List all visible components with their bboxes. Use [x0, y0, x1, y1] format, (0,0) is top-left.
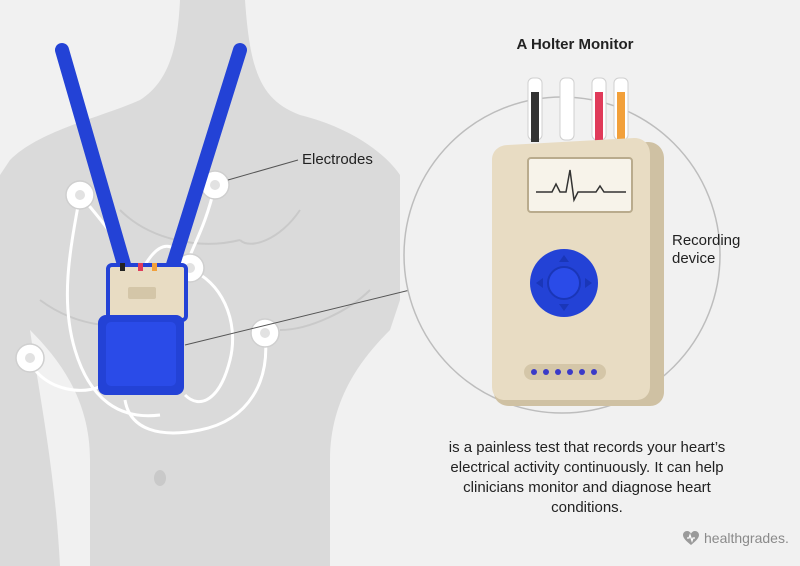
- recording-device-label: Recording device: [672, 232, 741, 267]
- electrode-icon: [200, 170, 230, 200]
- electrode-icon: [65, 180, 95, 210]
- indicator-lights: [524, 364, 606, 380]
- electrode-icon: [250, 318, 280, 348]
- neck-strap: [55, 43, 247, 275]
- electrode-icon: [15, 343, 45, 373]
- brand-mark: healthgrades.: [682, 530, 789, 546]
- healthgrades-heart-icon: [683, 531, 699, 545]
- description-text: is a painless test that records your hea…: [448, 439, 726, 516]
- ecg-screen-icon: [527, 157, 633, 213]
- torso-silhouette: [0, 0, 400, 566]
- recording-device: [492, 138, 664, 406]
- brand-name: healthgrades.: [704, 530, 789, 546]
- electrodes-label: Electrodes: [302, 151, 373, 168]
- device-on-body: [98, 263, 188, 395]
- control-dial-icon: [530, 249, 598, 317]
- diagram-title: A Holter Monitor: [516, 36, 634, 53]
- device-cables: [527, 77, 629, 142]
